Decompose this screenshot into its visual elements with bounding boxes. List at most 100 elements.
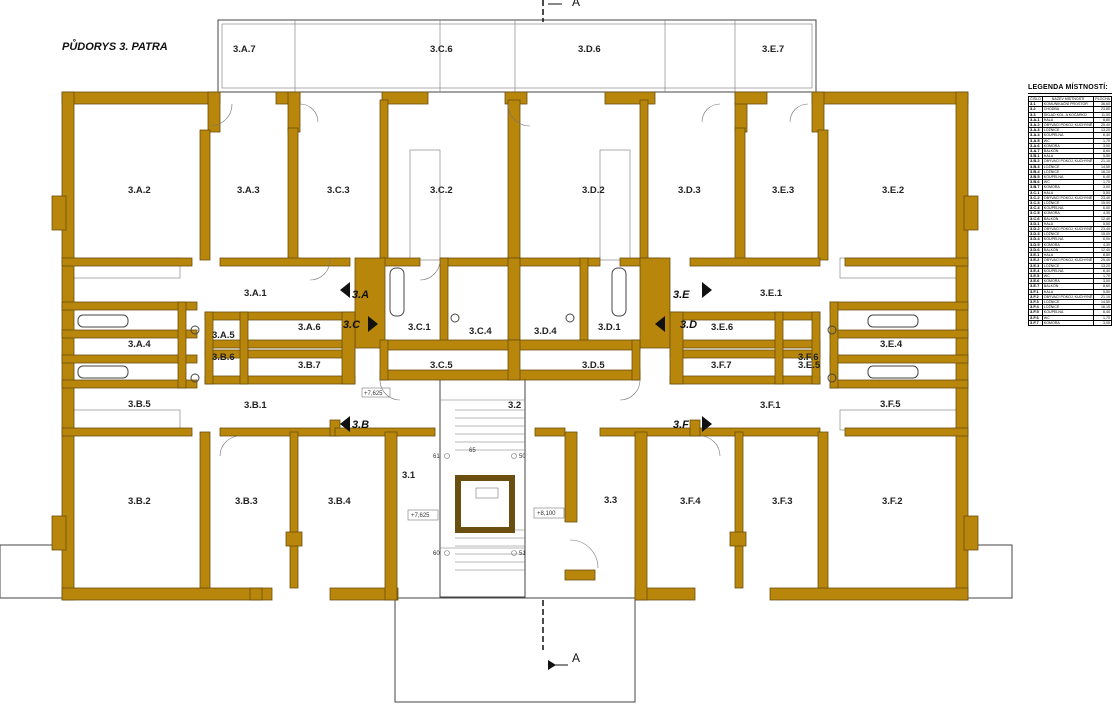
room-label: 3.C.6 bbox=[430, 44, 453, 55]
legend-room-area: 6,40 bbox=[1093, 174, 1113, 181]
legend-room-area: 12,40 bbox=[1093, 246, 1113, 254]
toilets bbox=[190, 313, 837, 383]
room-label: 3.B.6 bbox=[212, 352, 235, 363]
legend-room-area: 21,10 bbox=[1093, 293, 1113, 300]
legend-room-area: 1,70 bbox=[1093, 137, 1113, 144]
entry-label-c: 3.C bbox=[343, 319, 361, 331]
legend-room-number: 3.F.7 bbox=[1028, 319, 1043, 326]
room-label: 3.A.6 bbox=[298, 322, 321, 333]
legend-room-area: 23,40 bbox=[1093, 194, 1113, 202]
room-label: 3.F.2 bbox=[882, 496, 903, 507]
section-mark-bottom: A bbox=[572, 651, 580, 665]
room-label: 3.A.3 bbox=[237, 185, 260, 196]
legend-room-area: 15,00 bbox=[1093, 200, 1113, 207]
entry-arrow-b bbox=[340, 416, 350, 432]
legend-room-area: 4,30 bbox=[1093, 241, 1113, 248]
room-label: 3.F.6 bbox=[798, 352, 819, 363]
south-terraces bbox=[0, 544, 1013, 703]
room-label: 3.E.5 bbox=[798, 360, 821, 371]
room-label: 3.E.1 bbox=[760, 288, 783, 299]
legend-room-area: 16,10 bbox=[1093, 168, 1113, 176]
legend-room-area: 15,00 bbox=[1093, 231, 1113, 238]
legend-room-name: OBÝVACÍ POKOJ, KUCHYNĚ bbox=[1041, 257, 1095, 264]
legend-header-cell: ČÍSLO bbox=[1028, 95, 1043, 103]
legend-room-area: 5,50 bbox=[1093, 189, 1113, 196]
level-marks: +7,625 +7,625 +8,100 65 50 61 60 51 bbox=[361, 387, 565, 557]
entry-arrow-e bbox=[702, 282, 712, 298]
entry-label-a: 3.A bbox=[352, 289, 369, 301]
legend-room-area: 4,30 bbox=[1093, 210, 1113, 217]
legend-room-area: 6,40 bbox=[1093, 132, 1113, 139]
entry-arrows bbox=[340, 282, 712, 432]
room-label: 3.D.6 bbox=[578, 44, 601, 55]
legend-room-area: 8,80 bbox=[1093, 252, 1113, 259]
plan-title: PŮDORYS 3. PATRA bbox=[62, 39, 168, 53]
room-label: 3.A.2 bbox=[128, 185, 151, 196]
legend-room-area: 13,20 bbox=[1093, 262, 1113, 269]
legend-room-area: 8,60 bbox=[1093, 148, 1113, 155]
stair-number: 60 bbox=[433, 551, 440, 557]
legend-room-area: 23,40 bbox=[1093, 226, 1113, 233]
room-label: 3.E.3 bbox=[772, 185, 794, 196]
room-label: 3.C.1 bbox=[408, 322, 431, 333]
room-label: 3.A.1 bbox=[244, 288, 267, 299]
room-label: 3.E.6 bbox=[711, 322, 733, 333]
level-corridor: +7,625 bbox=[364, 391, 383, 397]
legend-room-area: 21,10 bbox=[1093, 158, 1113, 165]
legend-room-area: 14,50 bbox=[1093, 163, 1113, 170]
legend-room-area: 6,00 bbox=[1093, 205, 1113, 212]
room-label: 3.C.3 bbox=[327, 185, 350, 196]
room-label: 3.F.4 bbox=[680, 496, 701, 507]
legend-room-name: OBÝVACÍ POKOJ, KUCHYNĚ bbox=[1041, 158, 1095, 165]
room-label: 3.2 bbox=[508, 400, 521, 411]
entry-arrow-a bbox=[340, 282, 350, 298]
legend-room-area: 8,60 bbox=[1093, 283, 1113, 290]
door-swings bbox=[209, 103, 809, 569]
stair-treads bbox=[455, 409, 525, 571]
entry-arrow-d bbox=[655, 316, 665, 332]
room-label: 3.1 bbox=[402, 470, 416, 481]
room-label: 3.B.2 bbox=[128, 496, 151, 507]
room-label: 3.C.4 bbox=[469, 326, 492, 337]
section-mark-top: A bbox=[572, 0, 580, 9]
legend-room-area: 36,60 bbox=[1093, 101, 1113, 108]
walls bbox=[51, 91, 979, 601]
legend-room-area: 6,40 bbox=[1093, 309, 1113, 316]
room-label: 3.A.5 bbox=[212, 330, 235, 341]
legend-room-area: 6,00 bbox=[1093, 236, 1113, 243]
level-stair-right: +8,100 bbox=[537, 511, 556, 517]
legend-room-area: 3,00 bbox=[1093, 184, 1113, 191]
entry-label-b: 3.B bbox=[352, 419, 369, 431]
legend-room-name: KOMORA bbox=[1041, 319, 1095, 326]
legend-header-cell: NÁZEV MÍSTNOSTI bbox=[1041, 95, 1095, 103]
room-label: 3.E.4 bbox=[880, 339, 903, 350]
room-label: 3.B.7 bbox=[298, 360, 321, 371]
legend-room-area: 5,50 bbox=[1093, 288, 1113, 295]
legend-room-area: 3,00 bbox=[1093, 319, 1113, 326]
legend-room-area: 6,40 bbox=[1093, 267, 1113, 274]
legend-room-area: 1,70 bbox=[1093, 314, 1113, 321]
legend-room-area: 5,50 bbox=[1093, 153, 1113, 160]
room-labels: 3.A.7 3.C.6 3.D.6 3.E.7 3.A.2 3.A.3 3.C.… bbox=[128, 44, 904, 507]
room-label: 3.E.2 bbox=[882, 185, 904, 196]
room-label: 3.D.1 bbox=[598, 322, 621, 333]
legend-room-name: OBÝVACÍ POKOJ, KUCHYNĚ bbox=[1041, 293, 1095, 300]
room-label: 3.B.3 bbox=[235, 496, 258, 507]
legend-room-area: 11,00 bbox=[1093, 111, 1113, 118]
legend-room-area: 25,40 bbox=[1093, 257, 1113, 264]
legend-room-area: 5,50 bbox=[1093, 220, 1113, 228]
bathtubs bbox=[77, 267, 919, 379]
legend-room-name: OBÝVACÍ POKOJ, KUCHYNĚ bbox=[1041, 121, 1095, 129]
legend-room-name: OBÝVACÍ POKOJ, KUCHYNĚ bbox=[1041, 194, 1095, 202]
